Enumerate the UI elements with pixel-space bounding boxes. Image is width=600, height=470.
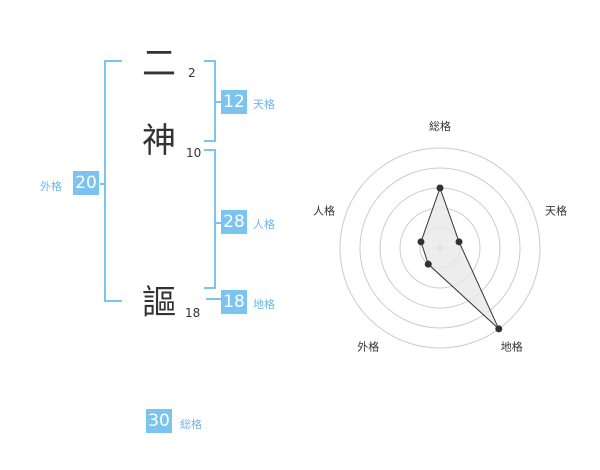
chikaku-label: 地格 [253, 298, 275, 311]
jinkaku-bracket [204, 149, 216, 289]
tenkaku-label: 天格 [253, 98, 275, 111]
radar-point-3 [495, 325, 503, 333]
radar-axis-label: 人格 [313, 203, 335, 217]
chikaku-connector [206, 298, 221, 300]
tenkaku-value: 12 [221, 90, 247, 114]
radar-axis-label: 総格 [429, 119, 451, 133]
radar-ring-5 [339, 147, 541, 349]
chikaku-value: 18 [221, 290, 247, 314]
tenkaku-connector [214, 101, 221, 103]
name-char-3: 謳 [142, 283, 176, 323]
radar-point-2 [455, 238, 463, 246]
gaikaku-connector [100, 183, 104, 185]
soukaku-label: 総格 [180, 418, 202, 431]
jinkaku-value: 28 [221, 210, 247, 234]
gaikaku-bracket [104, 60, 122, 302]
gaikaku-label: 外格 [40, 180, 62, 193]
radar-axis-label: 外格 [357, 340, 379, 354]
stroke-count-3: 18 [185, 306, 201, 320]
soukaku-value: 30 [146, 409, 172, 433]
gaikaku-value: 20 [73, 171, 99, 195]
radar-axis-label: 地格 [501, 340, 523, 354]
jinkaku-connector [214, 222, 221, 224]
name-char-2: 神 [142, 121, 176, 161]
radar-point-4 [424, 260, 432, 268]
radar-ring-4 [359, 167, 521, 329]
stroke-count-2: 10 [186, 146, 202, 160]
name-char-1: 二 [142, 44, 176, 84]
radar-point-1 [436, 184, 444, 192]
jinkaku-label: 人格 [253, 218, 275, 231]
radar-area [420, 186, 500, 330]
radar-point-5 [417, 238, 425, 246]
radar-axis-label: 天格 [545, 203, 567, 217]
stroke-count-1: 2 [188, 66, 196, 80]
